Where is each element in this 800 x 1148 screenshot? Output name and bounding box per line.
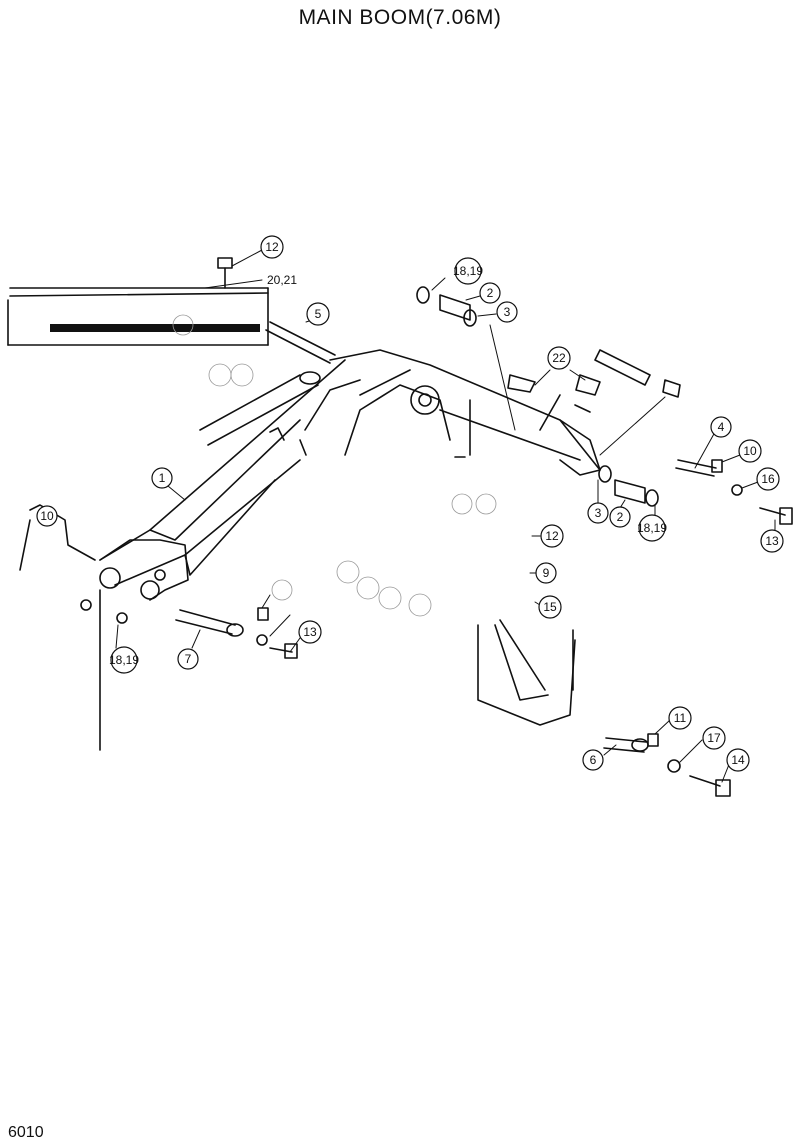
callout-label: 13	[303, 625, 317, 639]
callout-22: 22	[547, 346, 571, 370]
callout-10-left: 10	[36, 505, 58, 527]
callout-4: 4	[710, 416, 732, 438]
callout-3-top: 3	[496, 301, 518, 323]
callout-12-mid: 12	[540, 524, 564, 548]
callout-label: 3	[504, 305, 511, 319]
callout-1: 1	[151, 467, 173, 489]
callout-label: 4	[718, 420, 725, 434]
callout-13-right: 13	[760, 529, 784, 553]
callout-label: 18,19	[453, 264, 483, 278]
base-bracket	[477, 619, 576, 726]
callout-label: 17	[707, 731, 721, 745]
callout-15: 15	[538, 595, 562, 619]
callout-14: 14	[726, 748, 750, 772]
callout-12-top: 12	[260, 235, 284, 259]
main-boom	[99, 349, 601, 601]
callout-10-right: 10	[738, 439, 762, 463]
callout-label: 16	[761, 472, 775, 486]
callout-label: 18,19	[109, 653, 139, 667]
page-number: 6010	[8, 1124, 44, 1141]
callout-label: 2	[487, 286, 494, 300]
callout-label: 1	[159, 471, 166, 485]
callout-11: 11	[668, 706, 692, 730]
page-title: MAIN BOOM(7.06M)	[298, 6, 502, 29]
callout-label: 14	[731, 753, 745, 767]
phantom-circles	[172, 314, 497, 617]
callout-label: 9	[543, 566, 550, 580]
boom-side-inset	[7, 287, 269, 346]
callout-label: 10	[40, 509, 54, 523]
cylinder-rod	[199, 321, 336, 446]
callout-label: 11	[674, 711, 687, 725]
callout-label: 18,19	[637, 521, 667, 535]
callout-20-21: 20,21	[267, 273, 297, 287]
callout-label: 12	[545, 529, 559, 543]
arm-fragment	[19, 504, 101, 751]
callout-9: 9	[535, 562, 557, 584]
callout-label: 2	[617, 510, 624, 524]
callout-label: 3	[595, 506, 602, 520]
callout-13-left: 13	[298, 620, 322, 644]
callout-18-19-top: 18,19	[453, 257, 483, 285]
callout-label: 13	[765, 534, 779, 548]
callout-label: 10	[743, 444, 757, 458]
callout-label: 5	[315, 307, 322, 321]
callout-label: 22	[552, 351, 566, 365]
callout-18-19-right: 18,19	[637, 514, 667, 542]
leader-lines	[115, 249, 776, 783]
callout-label: 12	[265, 240, 279, 254]
callout-2-right: 2	[609, 506, 631, 528]
callout-3-right: 3	[587, 502, 609, 524]
callout-16: 16	[756, 467, 780, 491]
callout-label: 6	[590, 753, 597, 767]
hardware-parts	[80, 257, 793, 797]
callout-18-19-left: 18,19	[109, 646, 139, 674]
callout-label: 15	[543, 600, 557, 614]
callout-17: 17	[702, 726, 726, 750]
callout-7: 7	[177, 648, 199, 670]
callout-2-top: 2	[479, 282, 501, 304]
callout-label: 7	[185, 652, 192, 666]
callout-layer: 12 20,21 5 18,19 2 3 22 4 10 16 13 3 2 1…	[36, 235, 784, 772]
callout-6: 6	[582, 749, 604, 771]
callout-5: 5	[306, 302, 330, 326]
